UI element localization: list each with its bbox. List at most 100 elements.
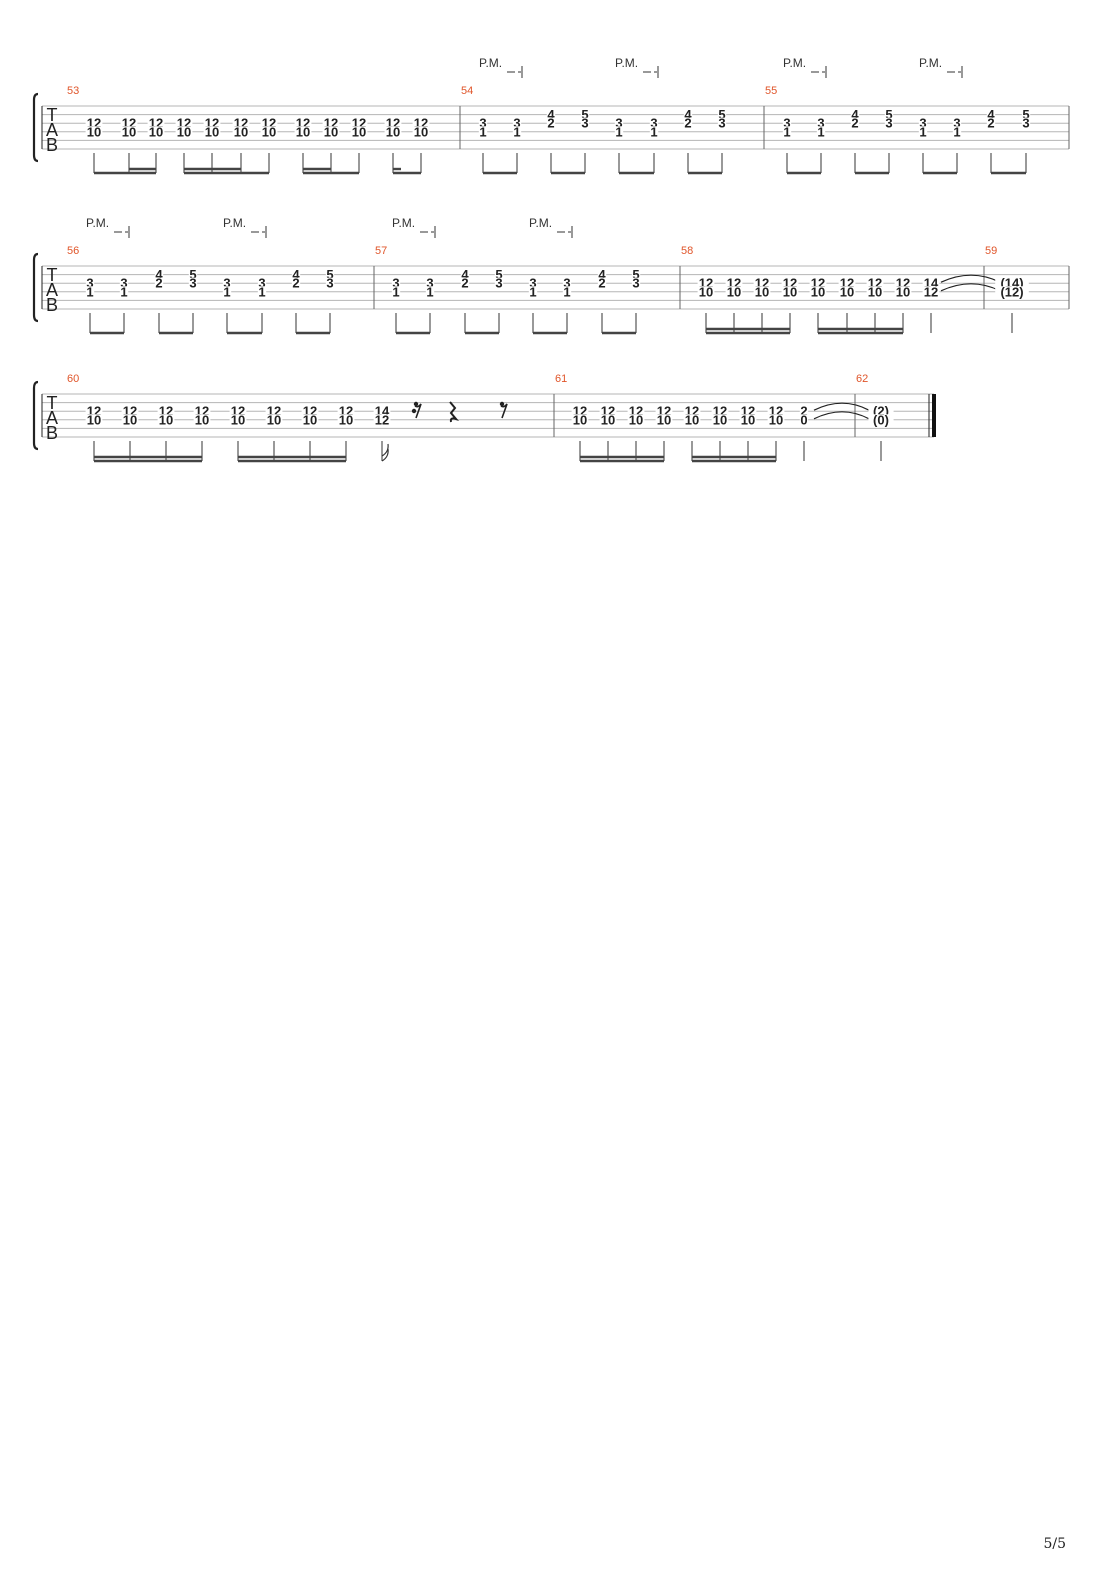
fret-mask <box>918 126 928 137</box>
fret-number: 2 <box>987 116 994 131</box>
fret-mask <box>301 414 319 425</box>
fret-number: 3 <box>392 276 399 291</box>
fret-number: 10 <box>840 284 854 299</box>
fret-number: 3 <box>885 116 892 131</box>
fret-mask <box>868 414 894 425</box>
fret-mask <box>580 109 590 120</box>
fret-number: 10 <box>601 412 615 427</box>
fret-mask <box>120 126 138 137</box>
fret-number: 10 <box>123 412 137 427</box>
fret-number: 5 <box>581 107 588 122</box>
fret-mask <box>294 126 312 137</box>
fret-mask <box>175 126 193 137</box>
fret-number: 3 <box>783 116 790 131</box>
fret-number: 1 <box>479 124 486 139</box>
fret-mask <box>799 405 809 416</box>
fret-mask <box>193 405 211 416</box>
fret-mask <box>631 277 641 288</box>
fret-mask <box>147 126 165 137</box>
fret-mask <box>337 414 355 425</box>
fret-mask <box>85 286 95 297</box>
fret-mask <box>986 109 996 120</box>
fret-mask <box>528 286 538 297</box>
sixteenth-rest <box>414 403 422 419</box>
fret-mask <box>260 126 278 137</box>
fret-number: 1 <box>86 284 93 299</box>
fret-mask <box>350 126 368 137</box>
fret-mask <box>717 109 727 120</box>
fret-number: 10 <box>713 412 727 427</box>
fret-mask <box>995 286 1029 297</box>
fret-number: 10 <box>122 124 136 139</box>
fret-number: 3 <box>718 116 725 131</box>
fret-number: 3 <box>953 116 960 131</box>
palm-mute-label: P.M. <box>615 56 638 70</box>
fret-mask <box>781 286 799 297</box>
fret-mask <box>894 286 912 297</box>
fret-mask <box>425 286 435 297</box>
system-brace <box>32 380 39 451</box>
fret-number: 10 <box>87 412 101 427</box>
fret-mask <box>425 277 435 288</box>
fret-number: 3 <box>258 276 265 291</box>
fret-number: 10 <box>262 124 276 139</box>
tab-clef-letter: B <box>46 295 58 315</box>
fret-number: 10 <box>727 284 741 299</box>
tie-curve <box>940 274 1001 283</box>
fret-number: 12 <box>924 284 938 299</box>
fret-number: 3 <box>189 276 196 291</box>
fret-mask <box>809 286 827 297</box>
fret-number: 10 <box>303 412 317 427</box>
fret-mask <box>799 414 809 425</box>
tab-clef-letter: A <box>46 280 58 300</box>
fret-number: 10 <box>386 124 400 139</box>
fret-mask <box>816 126 826 137</box>
fret-mask <box>995 277 1029 288</box>
fret-number: 10 <box>159 412 173 427</box>
palm-mute-label: P.M. <box>919 56 942 70</box>
fret-mask <box>322 126 340 137</box>
fret-number: 10 <box>234 124 248 139</box>
fret-mask <box>119 286 129 297</box>
fret-number: 3 <box>563 276 570 291</box>
fret-number: 1 <box>817 124 824 139</box>
fret-mask <box>649 126 659 137</box>
fret-mask <box>838 286 856 297</box>
fret-mask <box>291 269 301 280</box>
fret-number: 4 <box>851 107 859 122</box>
fret-mask <box>222 277 232 288</box>
measure-number: 59 <box>985 245 997 257</box>
fret-mask <box>460 277 470 288</box>
fret-mask <box>697 277 715 288</box>
fret-number: 3 <box>426 276 433 291</box>
fret-number: 4 <box>461 267 469 282</box>
fret-number: 10 <box>267 412 281 427</box>
fret-number: 3 <box>615 116 622 131</box>
fret-mask <box>546 109 556 120</box>
fret-mask <box>739 414 757 425</box>
fret-mask <box>952 117 962 128</box>
fret-mask <box>918 117 928 128</box>
fret-mask <box>838 277 856 288</box>
fret-number: 10 <box>783 284 797 299</box>
fret-number: 3 <box>223 276 230 291</box>
fret-mask <box>571 405 589 416</box>
tab-clef-letter: B <box>46 135 58 155</box>
fret-mask <box>884 117 894 128</box>
fret-number: 10 <box>296 124 310 139</box>
fret-mask <box>229 414 247 425</box>
fret-mask <box>546 117 556 128</box>
measure-number: 58 <box>681 245 693 257</box>
fret-mask <box>683 414 701 425</box>
fret-number: 3 <box>495 276 502 291</box>
fret-mask <box>528 277 538 288</box>
fret-number: 10 <box>205 124 219 139</box>
fret-mask <box>683 117 693 128</box>
fret-mask <box>188 277 198 288</box>
fret-mask <box>85 277 95 288</box>
fret-number: 10 <box>87 124 101 139</box>
fret-number: 5 <box>189 267 196 282</box>
fret-mask <box>325 269 335 280</box>
fret-mask <box>119 277 129 288</box>
